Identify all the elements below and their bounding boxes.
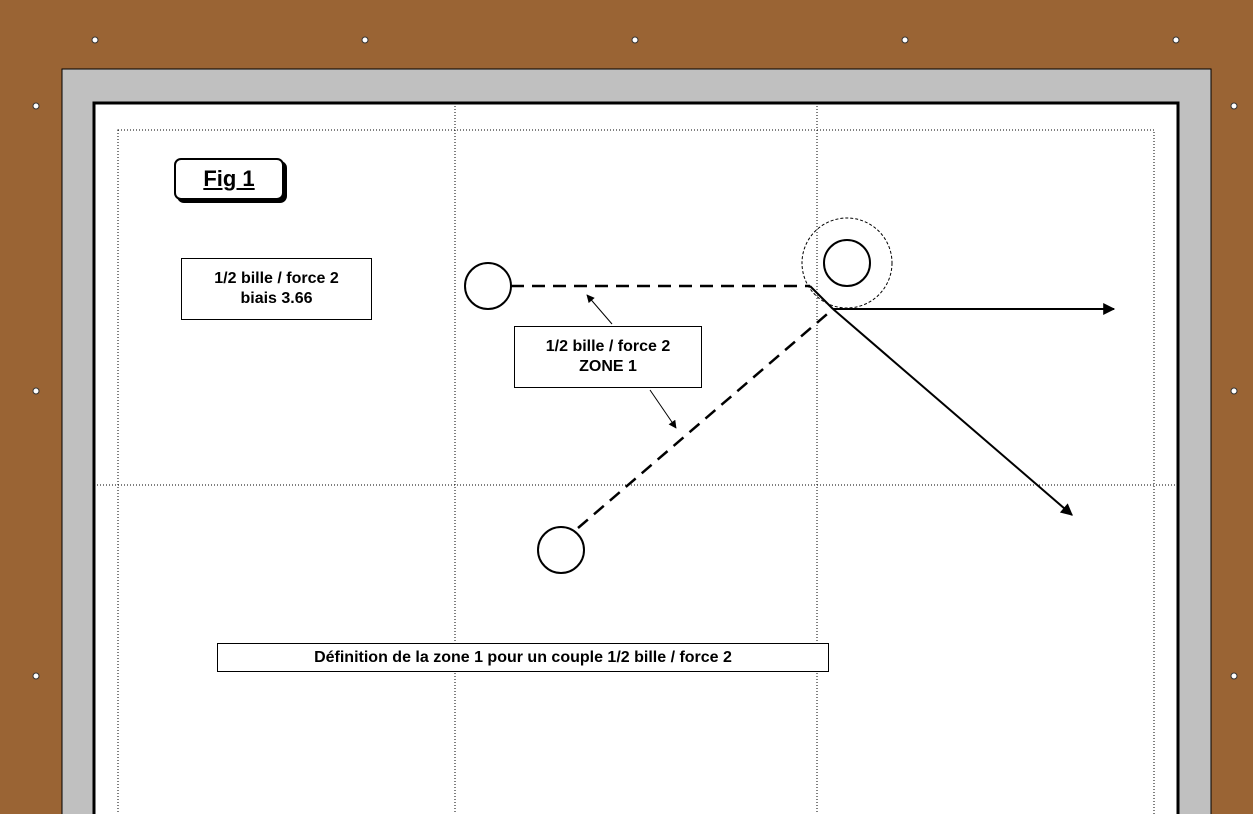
zone-label: 1/2 bille / force 2 ZONE 1: [514, 326, 702, 388]
zone-pointer-down: [649, 389, 677, 429]
diamond-marker: [32, 102, 40, 110]
diamond-marker: [32, 387, 40, 395]
cue-ball-start: [464, 262, 512, 310]
diamond-marker: [631, 36, 639, 44]
diamond-marker: [1172, 36, 1180, 44]
diamond-marker: [1230, 102, 1238, 110]
zone-label-line2: ZONE 1: [579, 358, 637, 375]
target-ball: [823, 239, 871, 287]
rail-diamonds: [32, 36, 1238, 680]
inner-frame-line: [117, 129, 1155, 814]
diamond-marker: [1230, 387, 1238, 395]
caption-label: Définition de la zone 1 pour un couple 1…: [217, 643, 829, 672]
shot-setting-label: 1/2 bille / force 2 biais 3.66: [181, 258, 372, 320]
diamond-marker: [91, 36, 99, 44]
cue-path-angled: [577, 308, 834, 529]
target-ball-zone: [801, 217, 893, 309]
figure-title: Fig 1: [174, 158, 284, 200]
cue-ball-alt-start: [537, 526, 585, 574]
zone-label-line1: 1/2 bille / force 2: [545, 338, 671, 355]
guide-lines: [94, 103, 1178, 814]
diamond-marker: [32, 672, 40, 680]
figure-title-text: Fig 1: [203, 166, 255, 191]
trajectory-arrow-down: [832, 308, 1073, 516]
diamond-marker: [361, 36, 369, 44]
diamond-marker: [1230, 672, 1238, 680]
diamond-marker: [901, 36, 909, 44]
table-cloth: [92, 101, 1180, 814]
caption-text: Définition de la zone 1 pour un couple 1…: [314, 649, 732, 666]
shot-setting-line2: biais 3.66: [240, 290, 313, 307]
zone-pointer-up: [586, 294, 613, 325]
deflection-connector: [809, 285, 834, 310]
shot-setting-line1: 1/2 bille / force 2: [214, 270, 339, 287]
